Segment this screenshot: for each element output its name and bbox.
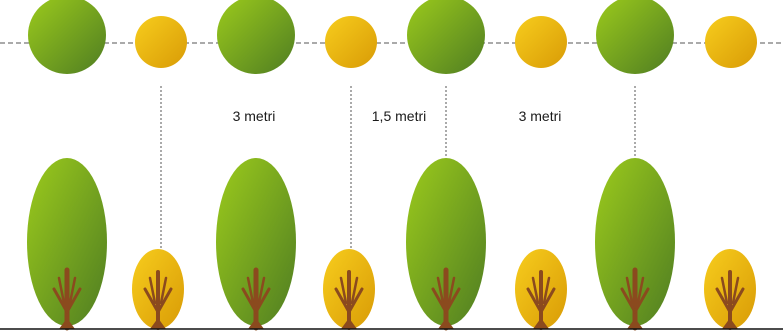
small-tree-side [515,249,567,330]
top-view-large-tree-crown [407,0,485,74]
small-tree-side [704,249,756,330]
tree-trunk [431,267,461,331]
guide-lines [160,86,636,250]
top-view-small-tree-crown [705,16,757,68]
large-tree-crown [595,158,675,326]
tree-trunk [334,270,364,330]
top-view-small-tree-crown [325,16,377,68]
tree-trunk [620,267,650,331]
large-tree-side [216,158,296,331]
small-tree-side [132,249,184,330]
tree-trunk [52,267,82,331]
large-tree-side [406,158,486,331]
top-view-large-tree-crown [596,0,674,74]
top-view [28,0,757,74]
top-view-small-tree-crown [135,16,187,68]
tree-trunk [241,267,271,331]
tree-trunk [715,270,745,330]
large-tree-crown [216,158,296,326]
top-view-small-tree-crown [515,16,567,68]
top-view-large-tree-crown [217,0,295,74]
large-tree-crown [27,158,107,326]
spacing-label-1-5m: 1,5 metri [372,108,426,124]
small-tree-side [323,249,375,330]
top-view-large-tree-crown [28,0,106,74]
tree-trunk [526,270,556,330]
side-view [27,158,756,331]
large-tree-side [595,158,675,331]
large-tree-crown [406,158,486,326]
spacing-label-3m-left: 3 metri [233,108,276,124]
large-tree-side [27,158,107,331]
tree-trunk [143,270,173,330]
spacing-label-3m-right: 3 metri [519,108,562,124]
